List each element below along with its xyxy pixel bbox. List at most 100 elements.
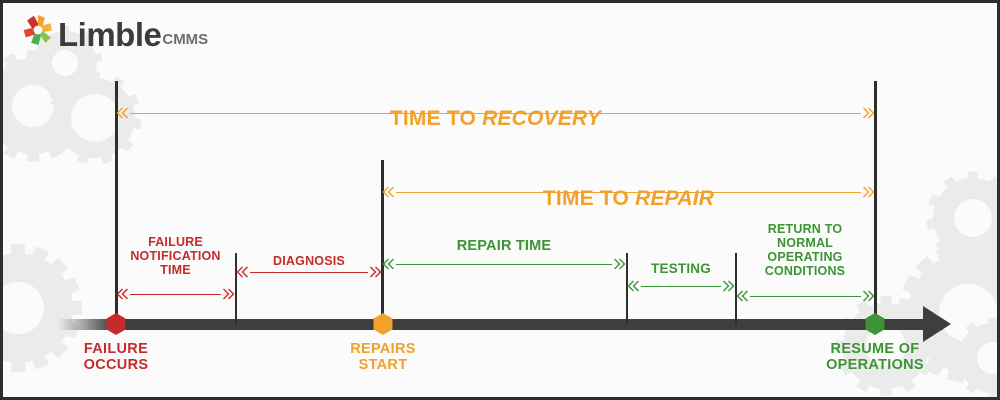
gear-tooth: [952, 362, 967, 375]
gear-tooth: [99, 148, 114, 164]
double-chevron-right-icon: [222, 288, 235, 301]
gear-tooth: [969, 361, 989, 383]
milestone-label-repairs-start: REPAIRS START: [350, 341, 416, 374]
phase-label-diagnosis: DIAGNOSIS: [273, 254, 345, 268]
phase-label-failure-notification-time: FAILURE NOTIFICATION TIME: [130, 235, 221, 277]
double-chevron-right-icon: [369, 266, 382, 279]
double-chevron-left-icon: [736, 290, 749, 303]
gear-tooth: [954, 248, 969, 264]
double-chevron-left-icon: [236, 266, 249, 279]
gear-tooth: [897, 298, 919, 317]
double-chevron-left-icon: [116, 288, 129, 301]
double-chevron-left-icon: [627, 280, 640, 293]
gear-tooth: [952, 341, 967, 354]
limble-gear-logo-icon: [23, 15, 52, 45]
gridline-resume-operations: [874, 81, 877, 325]
span-line: [130, 113, 861, 114]
gear-tooth: [947, 361, 967, 383]
gear-tooth: [29, 246, 50, 269]
gear-tooth: [880, 382, 892, 396]
gear-tooth: [44, 139, 63, 159]
gear-tooth: [3, 347, 7, 370]
gear-tooth: [90, 52, 103, 63]
gear-tooth: [987, 351, 997, 377]
gear-tooth: [70, 108, 89, 125]
phase-label-testing: TESTING: [651, 261, 711, 276]
phase-arrow-testing: [627, 278, 735, 294]
gear-tooth: [86, 72, 100, 86]
span-line: [130, 294, 221, 295]
span-label-time-to-recovery: TIME TO RECOVERY: [389, 106, 602, 130]
gear-tooth: [57, 276, 80, 297]
gear-tooth: [960, 243, 976, 263]
gear-tooth: [902, 274, 927, 298]
gridline-testing-end: [735, 253, 737, 325]
gear-tooth: [943, 176, 960, 193]
gear-tooth: [928, 193, 945, 209]
gear-tooth: [899, 300, 916, 318]
double-chevron-right-icon: [613, 258, 626, 271]
gear-tooth: [899, 374, 916, 392]
gear-tooth: [26, 50, 40, 66]
gear-tooth: [70, 87, 89, 104]
gear-tooth: [994, 236, 997, 253]
gear-tooth: [48, 117, 63, 130]
milestone-marker-failure-occurs[interactable]: [106, 313, 126, 335]
timeline-axis-arrow-icon: [923, 306, 951, 342]
gear-tooth: [29, 347, 50, 370]
watermark-gear-icon: [926, 171, 997, 264]
gear-tooth: [10, 354, 26, 372]
gear-tooth: [44, 53, 63, 73]
gear-tooth: [915, 256, 940, 282]
brand-suffix: CMMS: [162, 31, 209, 48]
span-line: [396, 192, 861, 193]
phase-label-return-to-normal: RETURN TO NORMAL OPERATING CONDITIONS: [764, 222, 846, 278]
gear-tooth: [56, 136, 74, 153]
span-line: [641, 286, 721, 287]
double-chevron-right-icon: [862, 107, 875, 120]
gear-tooth: [60, 66, 81, 86]
gear-tooth: [60, 126, 81, 146]
gear-tooth: [967, 171, 979, 185]
phase-arrow-repair-time: [382, 256, 626, 272]
gear-tooth: [996, 256, 997, 282]
brand-name: Limble: [58, 15, 162, 53]
gear-tooth: [965, 379, 980, 394]
gear-tooth: [988, 317, 997, 329]
double-chevron-left-icon: [382, 186, 395, 199]
brand-logo: Limble CMMS: [21, 13, 209, 53]
phase-arrow-failure-notification-time: [116, 286, 235, 302]
watermark-gear-icon: [952, 317, 997, 397]
gear-tooth: [856, 374, 873, 392]
gear-tooth: [3, 53, 22, 73]
phase-label-repair-time: REPAIR TIME: [456, 238, 552, 254]
gear-tooth: [977, 248, 992, 264]
gear-tooth: [3, 139, 22, 159]
span-arrow-time-to-repair: [382, 184, 875, 200]
gear-tooth: [986, 176, 997, 193]
gear-tooth: [934, 236, 952, 253]
span-line: [750, 296, 861, 297]
gear-tooth: [48, 86, 60, 100]
gear-tooth: [935, 245, 958, 269]
gridline-repair-end: [626, 253, 628, 325]
gear-tooth: [65, 76, 82, 93]
gear-tooth: [70, 86, 82, 100]
span-label-time-to-repair: TIME TO REPAIR: [542, 186, 715, 210]
gear-tooth: [89, 71, 101, 85]
gear-tooth: [76, 148, 91, 164]
double-chevron-left-icon: [382, 258, 395, 271]
span-line: [250, 272, 368, 273]
double-chevron-right-icon: [862, 186, 875, 199]
milestone-marker-repairs-start[interactable]: [373, 313, 393, 335]
phase-arrow-diagnosis: [236, 264, 382, 280]
gear-tooth: [50, 93, 67, 109]
gear-tooth: [116, 136, 134, 153]
timeline-axis: [58, 319, 943, 330]
gear-tooth: [988, 387, 997, 397]
milestone-marker-resume-of-operations[interactable]: [865, 313, 885, 335]
span-line: [396, 264, 612, 265]
gear-tooth: [880, 296, 892, 310]
gridline-failure-occurs: [115, 81, 118, 325]
